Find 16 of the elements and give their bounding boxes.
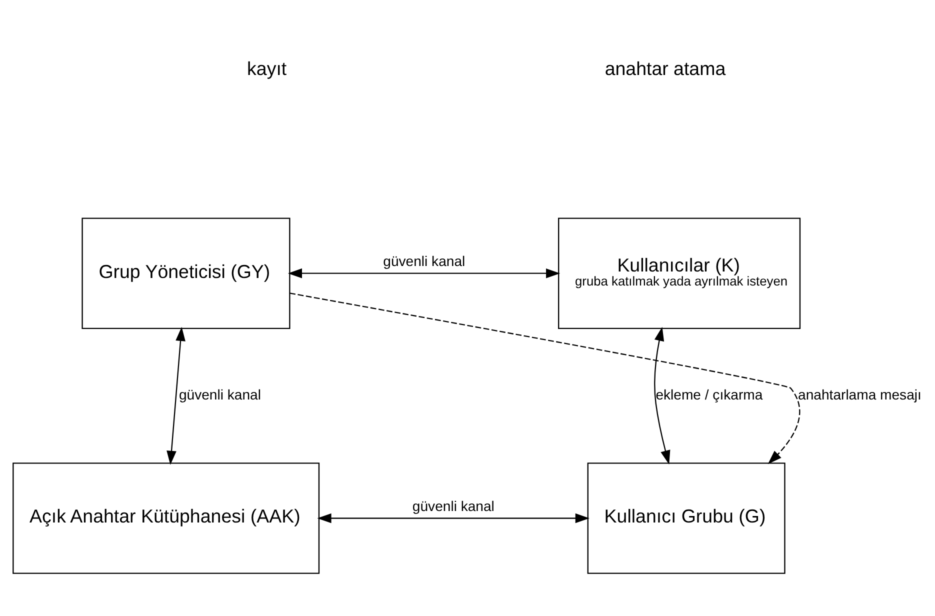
label: kayıt	[247, 58, 287, 79]
edge-label: güvenli kanal	[178, 386, 261, 402]
arrow	[654, 326, 670, 464]
edge-label: ekleme / çıkarma	[656, 386, 763, 402]
node-box: Kullanıcılar (K) gruba katılmak yada ayrılmak isteyen	[558, 217, 801, 328]
arrow	[290, 292, 800, 464]
edge-label: anahtarlama mesajı	[798, 386, 922, 402]
arrow	[317, 512, 590, 523]
arrow	[288, 268, 560, 278]
node-box: Grup Yöneticisi (GY)	[82, 217, 290, 328]
label: anahtar atama	[604, 58, 726, 79]
edge-label: güvenli kanal	[383, 252, 466, 268]
node-box: Kullanıcı Grubu (G)	[587, 462, 786, 574]
node-box: Açık Anahtar Kütüphanesi (AAK)	[12, 462, 320, 574]
edge-label: güvenli kanal	[412, 497, 494, 514]
arrow	[166, 326, 186, 464]
